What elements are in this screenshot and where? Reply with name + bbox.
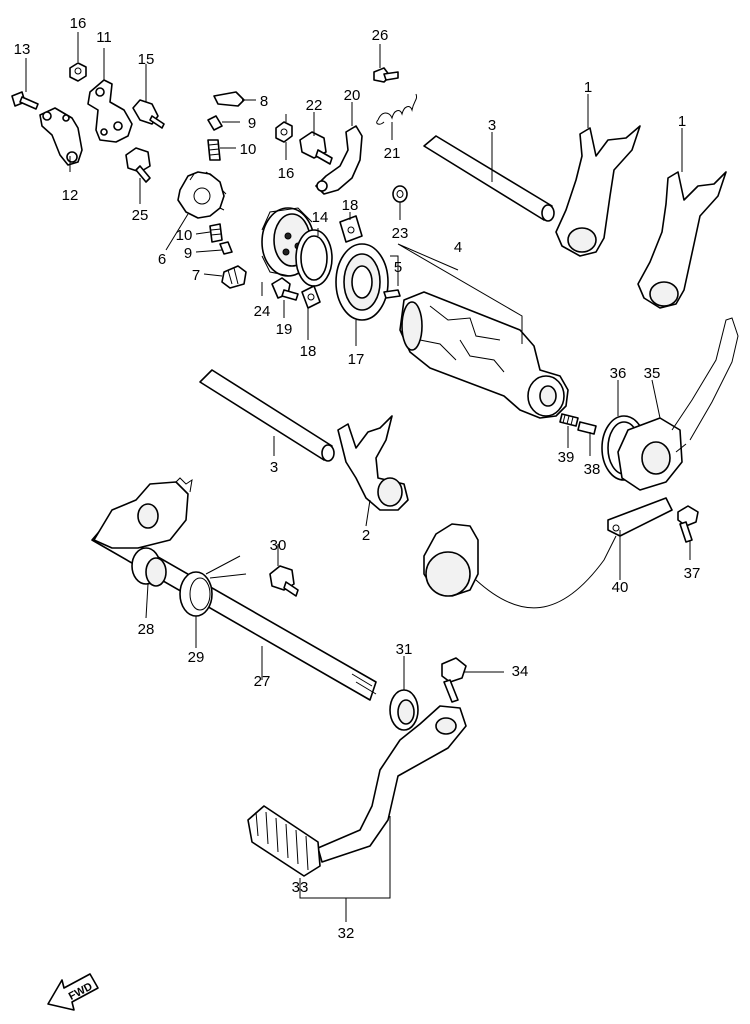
callout-18b: 18	[300, 343, 317, 360]
callout-3a: 3	[488, 117, 496, 134]
part-connector-wire	[423, 523, 617, 609]
callout-10a: 10	[240, 141, 257, 158]
callout-2: 2	[362, 527, 370, 544]
part-37-bolt	[677, 505, 699, 543]
callout-labels: 1 1 2 3 3 4 5 6 7 8 9 9 10 10 11 12 13 1…	[14, 15, 701, 942]
callout-26: 26	[372, 27, 389, 44]
callout-20: 20	[344, 87, 361, 104]
callout-5: 5	[394, 259, 402, 276]
leader-lines	[25, 32, 691, 922]
callout-7: 7	[192, 267, 200, 284]
part-3-shaft-upper	[423, 135, 555, 222]
callout-24: 24	[254, 303, 271, 320]
part-16-nut-mid	[275, 121, 293, 143]
callout-1a: 1	[584, 79, 592, 96]
callout-34: 34	[512, 663, 529, 680]
callout-25: 25	[132, 207, 149, 224]
callout-36: 36	[610, 365, 627, 382]
part-9-pin-lower	[219, 241, 233, 255]
part-16-nut-top	[69, 62, 87, 82]
part-22-bolt	[299, 131, 333, 165]
callout-27: 27	[254, 673, 271, 690]
callout-18a: 18	[342, 197, 359, 214]
callout-9b: 9	[184, 245, 192, 262]
callout-32: 32	[338, 925, 355, 942]
callout-13: 13	[14, 41, 31, 58]
part-31-oil-seal	[389, 689, 419, 731]
part-7-pawl	[221, 265, 247, 289]
part-25-bolt	[125, 147, 151, 183]
part-18-plate-upper	[339, 215, 363, 243]
callout-16b: 16	[278, 165, 295, 182]
part-29-return-spring	[179, 555, 247, 617]
part-19-bolt	[271, 277, 299, 301]
part-9-pin-top	[207, 115, 223, 131]
part-8-clip	[213, 91, 245, 107]
callout-31: 31	[396, 641, 413, 658]
callout-35: 35	[644, 365, 661, 382]
callout-23: 23	[392, 225, 409, 242]
callout-28: 28	[138, 621, 155, 638]
callout-8: 8	[260, 93, 268, 110]
callout-37: 37	[684, 565, 701, 582]
part-35-position-switch	[617, 317, 739, 491]
part-32-gearshift-lever	[317, 705, 467, 863]
part-10-spring-lower	[209, 223, 223, 243]
callout-11: 11	[96, 29, 112, 46]
part-15-bolt	[132, 99, 165, 129]
part-10-spring-top	[207, 139, 221, 161]
part-14-ring	[295, 229, 333, 287]
fwd-arrow-icon	[47, 973, 99, 1011]
callout-9a: 9	[248, 115, 256, 132]
part-23-washer	[392, 185, 408, 203]
callout-4: 4	[454, 239, 462, 256]
callout-10b: 10	[176, 227, 193, 244]
part-4-shift-drum	[399, 291, 569, 419]
part-18-plate-lower	[301, 285, 321, 309]
callout-3b: 3	[270, 459, 278, 476]
callout-17: 17	[348, 351, 365, 368]
callout-38: 38	[584, 461, 601, 478]
callout-12: 12	[62, 187, 79, 204]
fwd-arrow: FWD	[47, 973, 99, 1011]
part-30-bolt	[269, 565, 299, 597]
callout-6: 6	[158, 251, 166, 268]
part-34-bolt	[441, 657, 467, 703]
callout-1b: 1	[678, 113, 686, 130]
part-17-bearing	[335, 243, 389, 321]
callout-19: 19	[276, 321, 293, 338]
callout-22: 22	[306, 97, 323, 114]
part-33-pedal-rubber	[247, 805, 321, 877]
part-1-fork-left	[555, 125, 641, 257]
part-12-stopper-arm	[39, 107, 83, 166]
part-11-plate	[87, 79, 133, 143]
part-21-spring	[376, 93, 417, 125]
callout-29: 29	[188, 649, 205, 666]
callout-21: 21	[384, 145, 401, 162]
callout-40: 40	[612, 579, 629, 596]
part-2-fork-center	[337, 415, 409, 511]
part-40-clamp	[607, 497, 673, 537]
part-20-arm	[315, 125, 363, 195]
part-13-bolt	[11, 91, 39, 110]
callout-16a: 16	[70, 15, 87, 32]
callout-33: 33	[292, 879, 309, 896]
part-39-spring	[559, 413, 579, 427]
part-5-pin	[383, 289, 401, 299]
callout-30: 30	[270, 537, 287, 554]
callout-15: 15	[138, 51, 155, 68]
part-6-cam-plate	[177, 171, 227, 219]
part-26-bolt	[373, 67, 399, 83]
part-27-shift-shaft	[91, 477, 377, 701]
callout-39: 39	[558, 449, 575, 466]
callout-14: 14	[312, 209, 329, 226]
part-3-shaft-lower	[199, 369, 335, 462]
part-38-pin	[577, 421, 597, 435]
part-1-fork-right	[637, 171, 727, 309]
part-28-collar	[131, 547, 167, 587]
